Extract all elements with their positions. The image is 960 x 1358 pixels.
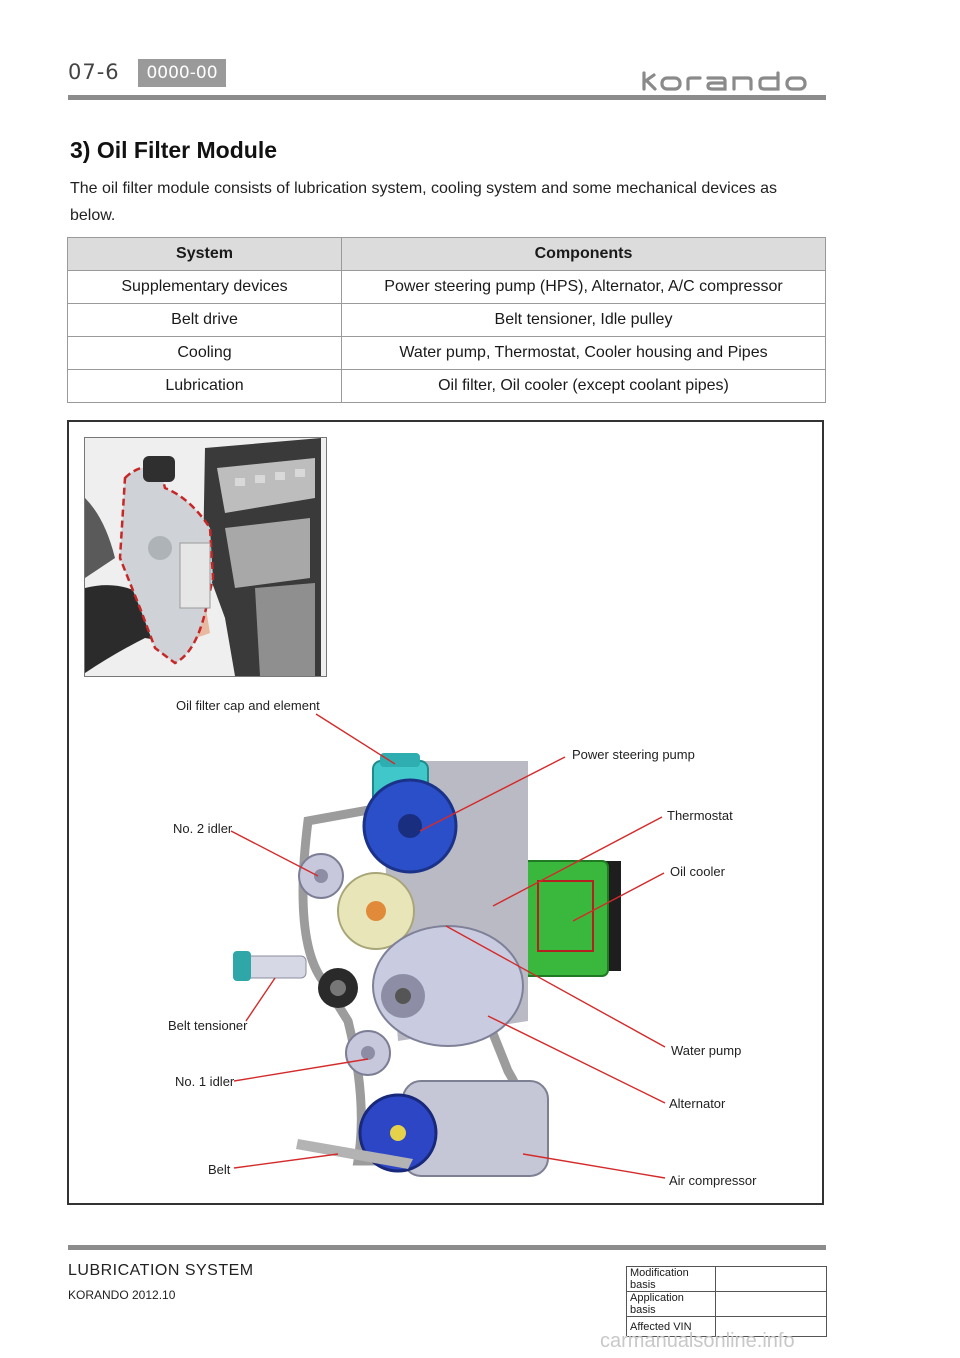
callout-no2-idler: No. 2 idler	[173, 821, 233, 836]
korando-logo	[642, 71, 807, 91]
watermark: carmanualsonline.info	[600, 1330, 795, 1352]
callout-belt: Belt	[208, 1162, 231, 1177]
figure-frame	[67, 420, 824, 1205]
water-pump-pulley	[337, 872, 415, 950]
basis-label: Modification basis	[626, 1266, 716, 1292]
alternator	[372, 925, 524, 1047]
no2-idler	[298, 853, 344, 899]
callout-line-no1-idler	[233, 1058, 369, 1082]
power-steering-pump	[362, 778, 458, 874]
table-cell: Belt tensioner, Idle pulley	[341, 303, 826, 337]
no1-idler	[345, 1030, 391, 1076]
basis-value	[715, 1316, 827, 1337]
callout-line-thermostat	[492, 816, 663, 907]
basis-value	[715, 1291, 827, 1317]
basis-row: Application basis	[626, 1291, 827, 1317]
section-code-badge: 0000-00	[138, 59, 226, 87]
callout-line-belt-tensioner	[245, 977, 276, 1022]
air-compressor	[358, 1080, 549, 1177]
engine-photo	[84, 437, 327, 677]
callout-belt-tensioner: Belt tensioner	[168, 1018, 248, 1033]
callout-line-belt	[233, 1153, 339, 1169]
callout-oil-filter-cap: Oil filter cap and element	[176, 698, 320, 713]
callout-line-air-compressor	[522, 1153, 666, 1179]
system-components-table: System Components Supplementary devices …	[67, 237, 826, 403]
basis-table: Modification basis Application basis Aff…	[626, 1266, 827, 1337]
table-row: Supplementary devices Power steering pum…	[67, 270, 826, 304]
table-cell: Supplementary devices	[67, 270, 342, 304]
footer-model: KORANDO 2012.10	[68, 1288, 176, 1302]
basis-label: Application basis	[626, 1291, 716, 1317]
section-title: 3) Oil Filter Module	[70, 137, 278, 163]
page-number: 07-6	[68, 60, 120, 84]
oil-cooler	[522, 860, 621, 977]
table-row: Belt drive Belt tensioner, Idle pulley	[67, 303, 826, 337]
callout-air-compressor: Air compressor	[669, 1173, 757, 1188]
callout-line-power-steering-pump	[419, 756, 566, 832]
table-cell: Water pump, Thermostat, Cooler housing a…	[341, 336, 826, 370]
callout-line-alternator	[487, 1015, 666, 1104]
callout-line-no2-idler	[230, 830, 319, 877]
callout-no1-idler: No. 1 idler	[175, 1074, 235, 1089]
intro-paragraph: The oil filter module consists of lubric…	[70, 180, 777, 224]
table-cell: Oil filter, Oil cooler (except coolant p…	[341, 369, 826, 403]
header-rule	[68, 95, 826, 100]
table-row: Lubrication Oil filter, Oil cooler (exce…	[67, 369, 826, 403]
belt-end	[296, 1139, 413, 1169]
engine-photo-illustration	[85, 438, 326, 676]
callout-power-steering-pump: Power steering pump	[572, 747, 695, 762]
callout-water-pump: Water pump	[671, 1043, 742, 1058]
callout-line-water-pump	[445, 925, 666, 1048]
table-row: Cooling Water pump, Thermostat, Cooler h…	[67, 336, 826, 370]
table-cell: Power steering pump (HPS), Alternator, A…	[341, 270, 826, 304]
basis-row: Affected VIN	[626, 1316, 827, 1337]
callout-oil-cooler: Oil cooler	[670, 864, 725, 879]
callout-line-oil-cooler	[572, 872, 665, 922]
table-cell: Lubrication	[67, 369, 342, 403]
table-header-row: System Components	[67, 237, 826, 271]
basis-label: Affected VIN	[626, 1316, 716, 1337]
column-header-components: Components	[341, 237, 826, 271]
basis-row: Modification basis	[626, 1266, 827, 1292]
oil-filter-module-diagram	[230, 713, 666, 1179]
footer-rule	[68, 1245, 826, 1250]
callout-alternator: Alternator	[669, 1096, 726, 1111]
callout-line-oil-filter-cap	[315, 713, 396, 765]
table-cell: Belt drive	[67, 303, 342, 337]
basis-value	[715, 1266, 827, 1292]
column-header-system: System	[67, 237, 342, 271]
table-cell: Cooling	[67, 336, 342, 370]
callout-thermostat: Thermostat	[667, 808, 733, 823]
belt-tensioner	[233, 951, 358, 1008]
footer-section-name: LUBRICATION SYSTEM	[68, 1262, 254, 1279]
